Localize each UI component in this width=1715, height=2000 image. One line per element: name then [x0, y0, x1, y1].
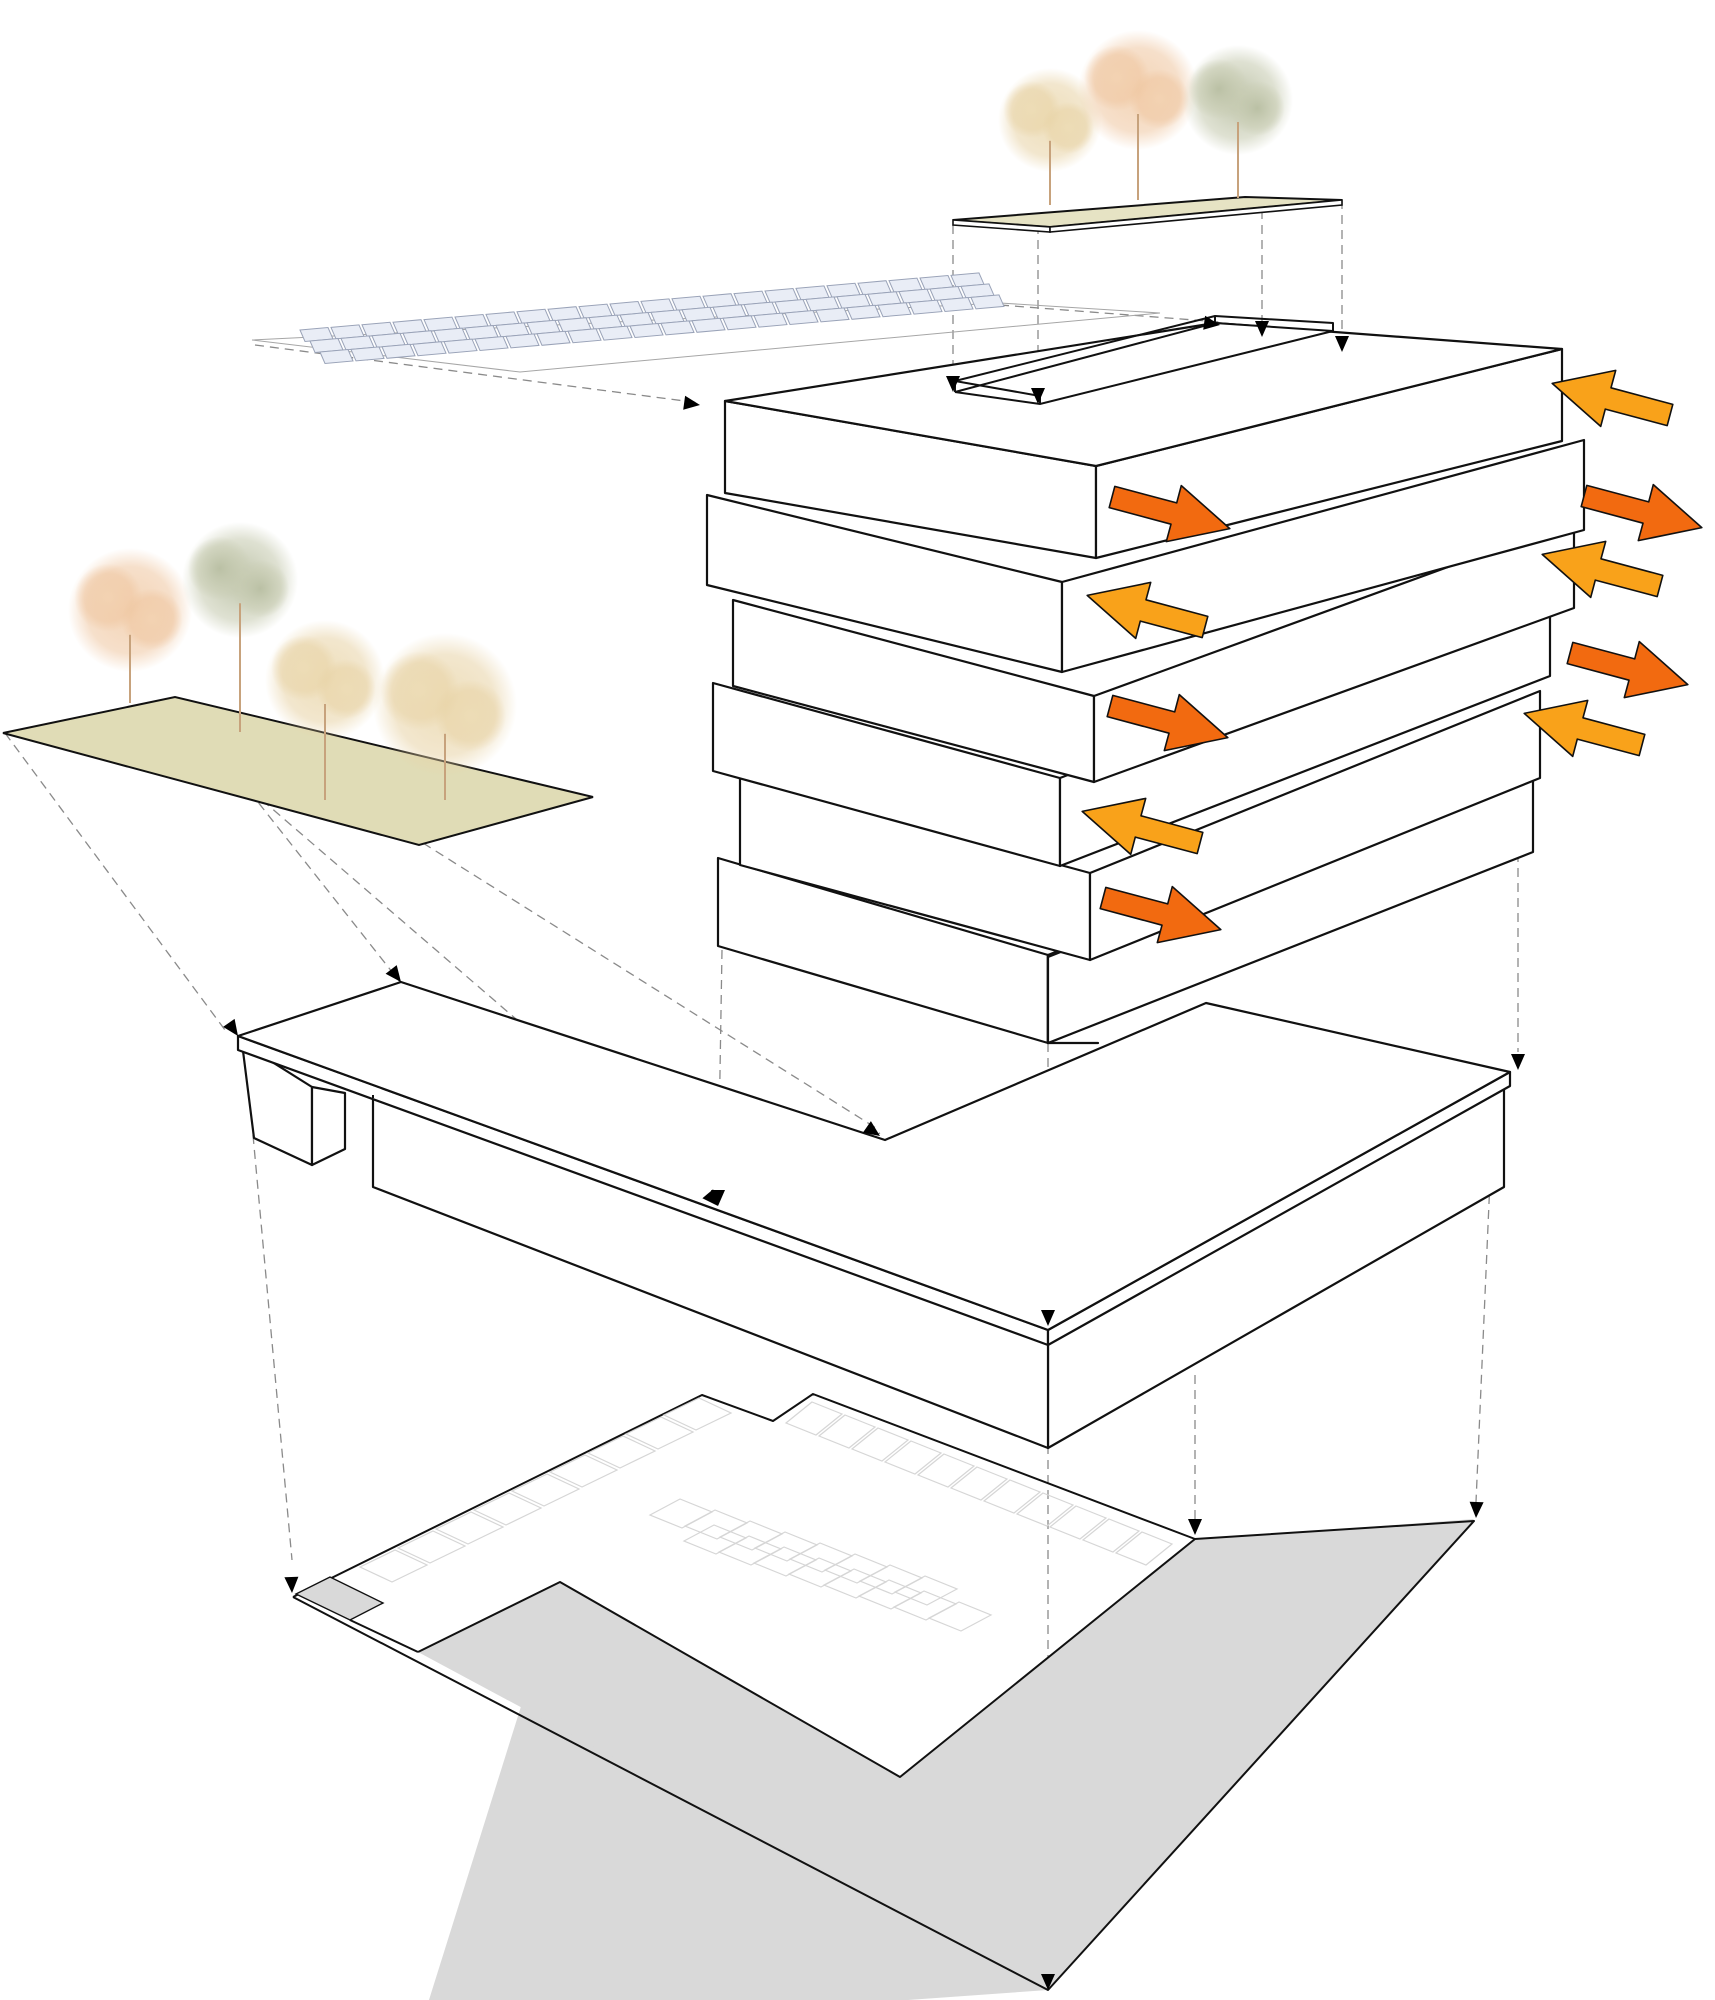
- orange-arrow-left-icon: [1541, 540, 1664, 599]
- orange-arrow-right-icon: [1099, 885, 1222, 944]
- tower-floor-5: [738, 689, 1542, 962]
- orange-arrow-left-icon: [1523, 699, 1646, 758]
- triangle-pointer-icon: [1469, 1501, 1484, 1518]
- parking-slot: [883, 1440, 943, 1475]
- solar-panel-icon: [598, 325, 633, 341]
- projection-pointers: [223, 315, 1525, 1990]
- tree-canopy-detail: [316, 659, 376, 719]
- parking-slot: [434, 1511, 505, 1545]
- solar-panel-icon: [350, 346, 385, 362]
- solar-panel-icon: [691, 317, 726, 333]
- solar-panel-icon: [815, 307, 850, 323]
- solar-panel-icon: [474, 335, 509, 352]
- solar-panel-icon: [629, 322, 664, 339]
- triangle-pointer-icon: [1511, 1054, 1525, 1070]
- solar-panel-icon: [536, 330, 571, 346]
- orange-arrow-right-icon: [1580, 483, 1703, 542]
- tree-canopy-detail: [1229, 80, 1285, 136]
- tower-courtyard-roof: [723, 321, 1564, 468]
- solar-panel-icon: [939, 296, 974, 313]
- triangle-pointer-icon: [1031, 388, 1045, 404]
- triangle-pointer-icon: [284, 1576, 299, 1593]
- parking-slot: [817, 1414, 877, 1449]
- solar-panel-icon: [660, 320, 695, 336]
- parking-slot: [648, 1498, 714, 1529]
- orange-arrow-right-icon: [1566, 640, 1689, 699]
- tree-canopy-detail: [434, 679, 507, 752]
- tower-floor-3: [731, 519, 1576, 784]
- tree-canopy-detail: [1129, 69, 1189, 129]
- parking-slot: [472, 1492, 543, 1526]
- solar-panel-icon: [753, 312, 788, 328]
- parking-slot: [1114, 1531, 1174, 1566]
- solar-panel-icon: [381, 343, 416, 359]
- triangle-pointer-icon: [1041, 1974, 1055, 1990]
- tree-canopy-detail: [1042, 101, 1095, 154]
- parking-slot: [893, 1575, 959, 1606]
- solar-panel-icon: [412, 341, 447, 357]
- triangle-pointer-icon: [1203, 315, 1220, 330]
- basement-parking-level: [292, 1393, 1475, 2000]
- ground-gray-plate: [418, 1520, 1474, 1990]
- parking-slot: [624, 1416, 695, 1450]
- podium-block: [236, 980, 1512, 1450]
- parking-slot: [358, 1549, 429, 1583]
- parking-slot: [850, 1427, 910, 1462]
- orange-arrow-right-icon: [1108, 484, 1231, 543]
- solar-panels: [299, 272, 1005, 365]
- triangle-pointer-icon: [1188, 1519, 1202, 1535]
- solar-panel-icon: [846, 304, 881, 320]
- triangle-pointer-icon: [1255, 321, 1269, 337]
- solar-panel-icon: [505, 333, 540, 349]
- solar-panel-icon: [319, 348, 354, 365]
- rooftop-solar-array: [251, 272, 1161, 373]
- triangle-pointer-icon: [946, 376, 960, 392]
- parking-slot: [982, 1479, 1042, 1514]
- small-rooftop-garden: [952, 195, 1343, 233]
- parking-slot: [1081, 1518, 1141, 1553]
- triangle-pointer-icon: [1041, 1310, 1055, 1326]
- parking-slot: [510, 1473, 581, 1507]
- solar-panel-icon: [784, 309, 819, 326]
- parking-slot: [927, 1601, 993, 1632]
- large-green-terrace: [2, 695, 594, 847]
- solar-panel-icon: [567, 328, 602, 344]
- parking-slot: [1015, 1492, 1075, 1527]
- trees: [68, 30, 1293, 800]
- solar-panel-icon: [877, 302, 912, 318]
- triangle-pointer-icon: [862, 1121, 880, 1136]
- solar-panel-icon: [443, 338, 478, 354]
- basement-core-cell: [294, 1576, 385, 1621]
- parking-slot: [662, 1397, 733, 1431]
- triangle-pointer-icon: [683, 395, 700, 410]
- orange-arrow-left-icon: [1551, 369, 1674, 428]
- parking-slot: [396, 1530, 467, 1564]
- tower-floor-1: [723, 315, 1564, 560]
- stacked-tower-floors: [705, 315, 1586, 1045]
- parking-slot: [586, 1435, 657, 1469]
- parking-slots: [358, 1397, 1174, 1632]
- solar-panel-icon: [722, 315, 757, 331]
- orange-arrow-left-icon: [1086, 581, 1209, 640]
- orange-arrow-right-icon: [1106, 693, 1229, 752]
- airflow-arrows: [1081, 369, 1703, 944]
- triangle-pointer-icon: [711, 1190, 725, 1206]
- parking-slot: [916, 1453, 976, 1488]
- solar-panel-icon: [908, 299, 943, 315]
- triangle-pointer-icon: [1335, 336, 1349, 352]
- orange-arrow-left-icon: [1081, 797, 1204, 856]
- parking-slot: [548, 1454, 619, 1488]
- solar-panel-icon: [970, 294, 1005, 310]
- tree-canopy-detail: [231, 559, 290, 618]
- parking-slot: [1048, 1505, 1108, 1540]
- parking-slot: [949, 1466, 1009, 1501]
- parking-slot: [784, 1401, 844, 1436]
- tree-canopy-detail: [120, 588, 183, 651]
- triangle-pointer-icon: [385, 965, 401, 982]
- triangle-pointer-icon: [223, 1018, 238, 1036]
